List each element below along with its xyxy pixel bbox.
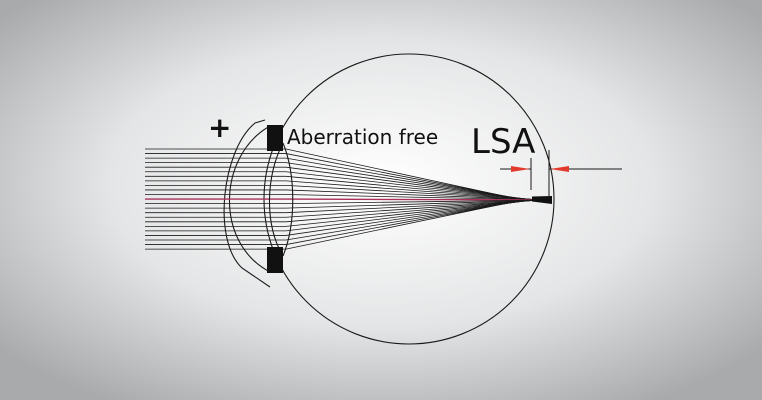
cornea-outer — [223, 119, 271, 288]
converging-ray — [285, 199, 539, 223]
converging-ray — [285, 199, 544, 214]
converging-ray — [285, 199, 550, 204]
lsa-label: LSA — [471, 122, 535, 162]
converging-ray — [285, 199, 542, 218]
iris-block-bottom — [267, 247, 283, 273]
lsa-left-arrow-icon — [511, 166, 530, 172]
plus-sign: + — [208, 111, 231, 144]
chief-ray-converging — [285, 198, 553, 201]
converging-ray — [285, 162, 531, 201]
crystalline-lens-front — [268, 142, 284, 257]
converging-ray — [285, 175, 539, 201]
converging-ray — [285, 185, 544, 201]
converging-ray — [285, 171, 536, 201]
converging-ray — [285, 199, 536, 227]
converging-ray — [285, 199, 533, 232]
converging-ray — [285, 199, 523, 250]
lsa-right-arrow-icon — [550, 166, 569, 172]
iris-block-top — [267, 125, 283, 151]
converging-ray — [285, 189, 547, 201]
focal-spot — [532, 196, 552, 204]
converging-ray — [285, 180, 542, 201]
aberration-free-label: Aberration free — [287, 125, 438, 149]
crystalline-lens-back — [282, 142, 294, 257]
incoming-rays — [145, 148, 286, 250]
converging-ray — [285, 157, 528, 201]
converging-ray — [285, 199, 547, 209]
converging-ray — [285, 194, 550, 201]
converging-rays — [285, 148, 553, 250]
converging-ray — [285, 166, 533, 201]
